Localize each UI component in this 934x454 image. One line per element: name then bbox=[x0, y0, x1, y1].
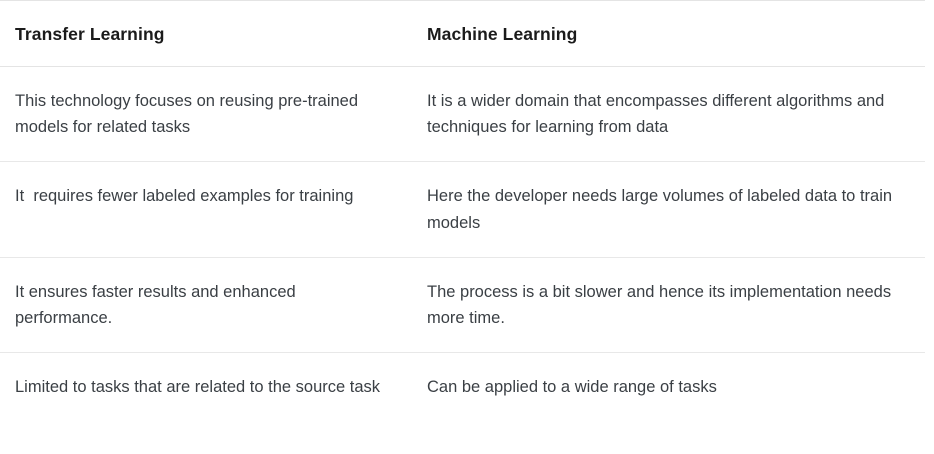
cell-machine-learning: It is a wider domain that encompasses di… bbox=[412, 66, 925, 163]
cell-text: Can be applied to a wide range of tasks bbox=[427, 378, 717, 397]
table-header: Transfer Learning Machine Learning bbox=[0, 0, 925, 67]
table-body: This technology focuses on reusing pre-t… bbox=[0, 66, 925, 421]
cell-machine-learning: Here the developer needs large volumes o… bbox=[412, 161, 925, 258]
table-row: It requires fewer labeled examples for t… bbox=[0, 161, 925, 258]
cell-text: Here the developer needs large volumes o… bbox=[427, 187, 897, 232]
table-row: Limited to tasks that are related to the… bbox=[0, 353, 925, 421]
table-header-row: Transfer Learning Machine Learning bbox=[0, 0, 925, 67]
table-row: This technology focuses on reusing pre-t… bbox=[0, 66, 925, 163]
cell-transfer-learning: Limited to tasks that are related to the… bbox=[0, 353, 412, 421]
table-row: It ensures faster results and enhanced p… bbox=[0, 257, 925, 354]
comparison-table: Transfer Learning Machine Learning This … bbox=[0, 0, 925, 421]
cell-text: This technology focuses on reusing pre-t… bbox=[15, 91, 363, 137]
cell-transfer-learning: This technology focuses on reusing pre-t… bbox=[0, 66, 412, 163]
cell-text: It ensures faster results and enhanced p… bbox=[15, 282, 301, 328]
cell-transfer-learning: It ensures faster results and enhanced p… bbox=[0, 257, 412, 354]
cell-machine-learning: The process is a bit slower and hence it… bbox=[412, 257, 925, 354]
cell-text: Limited to tasks that are related to the… bbox=[15, 378, 381, 397]
column-header-transfer-learning: Transfer Learning bbox=[0, 0, 412, 67]
cell-text: It is a wider domain that encompasses di… bbox=[427, 91, 889, 137]
cell-text: The process is a bit slower and hence it… bbox=[427, 282, 896, 328]
cell-machine-learning: Can be applied to a wide range of tasks bbox=[412, 353, 925, 421]
cell-text: It requires fewer labeled examples for t… bbox=[15, 187, 354, 206]
cell-transfer-learning: It requires fewer labeled examples for t… bbox=[0, 161, 412, 258]
column-header-machine-learning: Machine Learning bbox=[412, 0, 925, 67]
